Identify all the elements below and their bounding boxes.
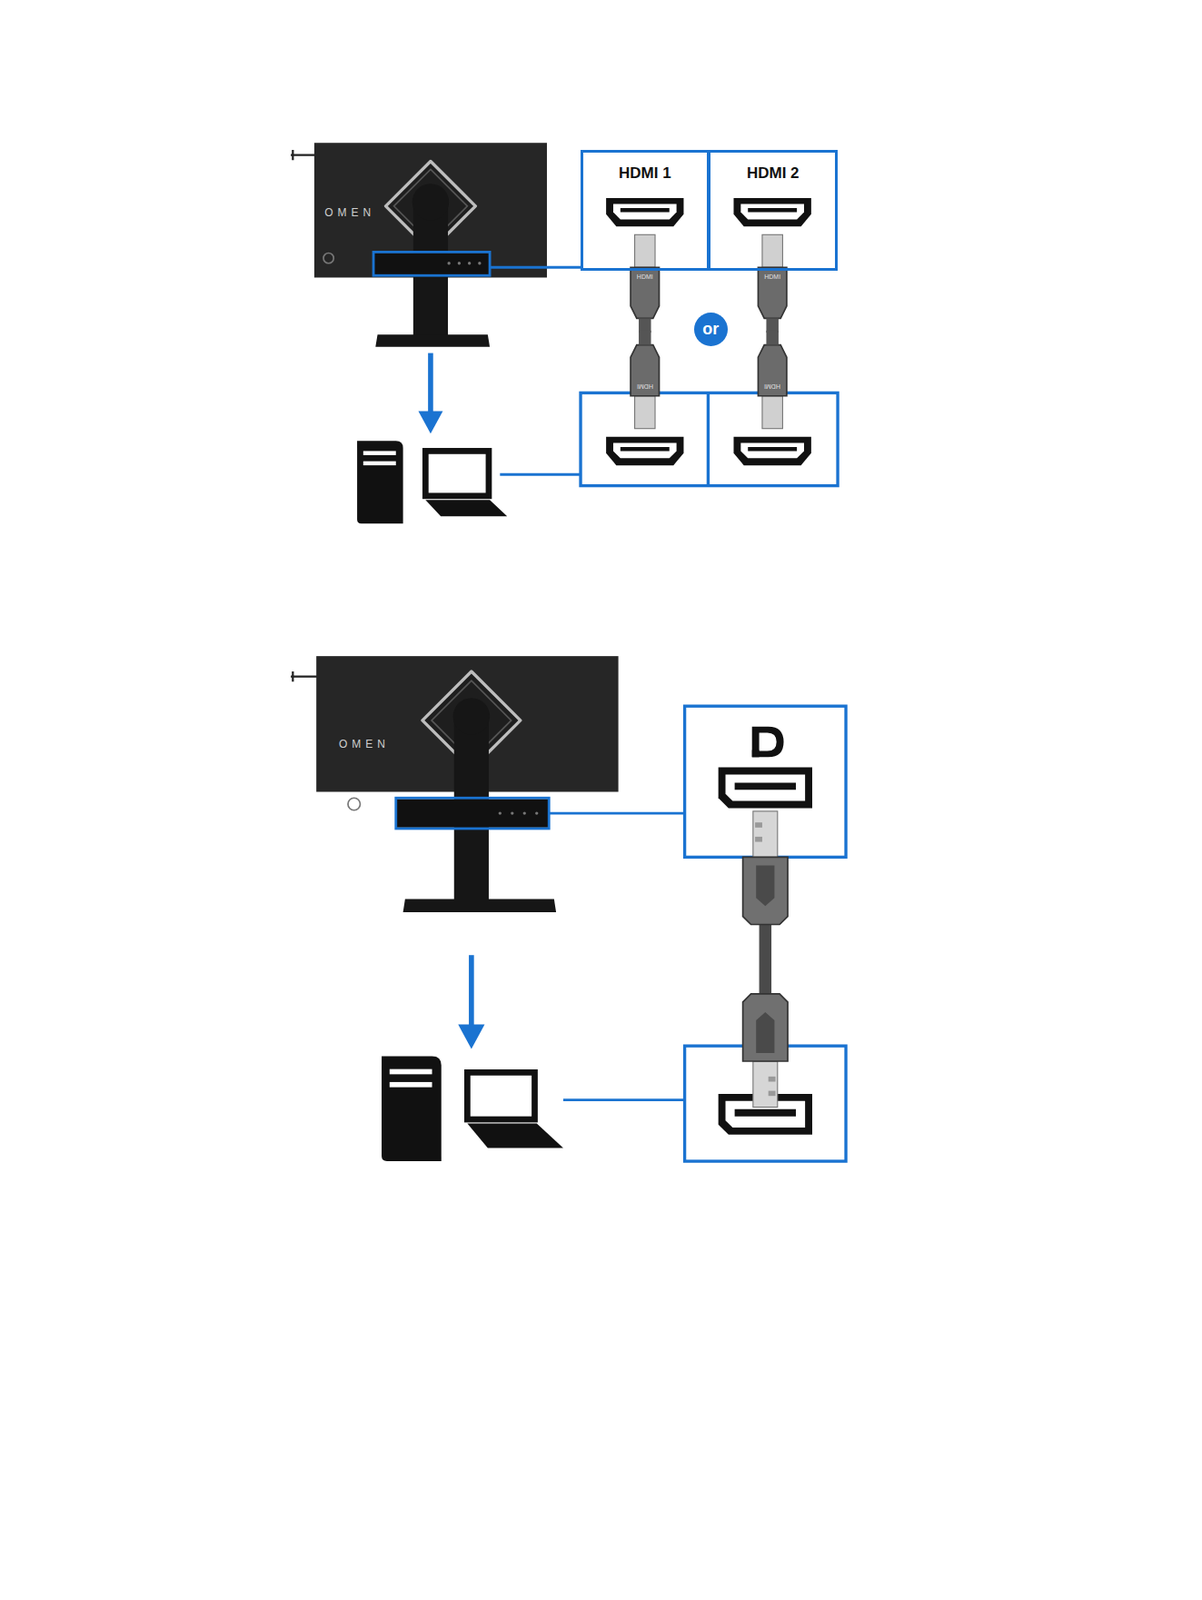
port-name: HDMI 1 <box>618 165 672 181</box>
port-box: HDMI 2 <box>707 149 838 271</box>
port-box: HDMI 1 <box>580 149 710 271</box>
cable-marking: HDMI <box>764 383 781 390</box>
or-label: or <box>702 320 719 338</box>
brand-logo: OMEN <box>338 738 390 750</box>
cable-marking: HDMI <box>764 273 781 280</box>
cable-marking: HDMI <box>636 273 654 280</box>
or-circle: or <box>694 312 728 347</box>
port-name: HDMI 2 <box>746 165 800 181</box>
cable-marking: HDMI <box>636 383 654 390</box>
brand-logo: OMEN <box>324 207 376 219</box>
